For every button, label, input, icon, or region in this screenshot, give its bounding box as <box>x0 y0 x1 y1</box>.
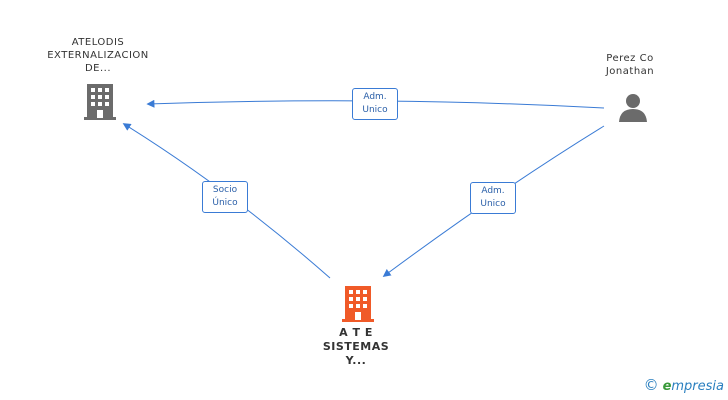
node-label-atelodis: ATELODIS EXTERNALIZACION DE... <box>36 36 160 75</box>
node-label-line: A T E <box>339 326 373 339</box>
edge-label-ate-atelodis: Socio Único <box>202 181 248 213</box>
empresia-watermark: ©empresia <box>644 376 724 394</box>
node-label-line: Y... <box>345 354 367 367</box>
edge-label-line: Único <box>212 198 238 208</box>
node-label-line: EXTERNALIZACION <box>47 50 149 61</box>
edge-label-line: Unico <box>480 199 506 209</box>
edge-label-line: Adm. <box>363 92 387 102</box>
node-label-perez: Perez Co Jonathan <box>578 52 682 78</box>
copyright-icon: © <box>643 376 659 394</box>
node-label-line: Jonathan <box>605 66 655 77</box>
brand-logo-text: mpresia <box>671 379 724 394</box>
node-label-line: ATELODIS <box>71 37 125 48</box>
node-label-line: SISTEMAS <box>322 340 390 353</box>
node-label-ate: A T E SISTEMAS Y... <box>304 326 408 368</box>
node-label-line: Perez Co <box>606 53 654 64</box>
edge-label-perez-ate: Adm. Unico <box>470 182 516 214</box>
person-icon <box>619 94 647 122</box>
building-icon-highlighted <box>342 286 374 322</box>
edge-label-line: Adm. <box>481 186 505 196</box>
edge-label-perez-atelodis: Adm. Unico <box>352 88 398 120</box>
brand-logo-initial: e <box>662 379 672 394</box>
edge-label-line: Unico <box>362 105 388 115</box>
building-icon <box>84 84 116 120</box>
edge-label-line: Socio <box>212 185 238 195</box>
node-label-line: DE... <box>84 63 112 74</box>
